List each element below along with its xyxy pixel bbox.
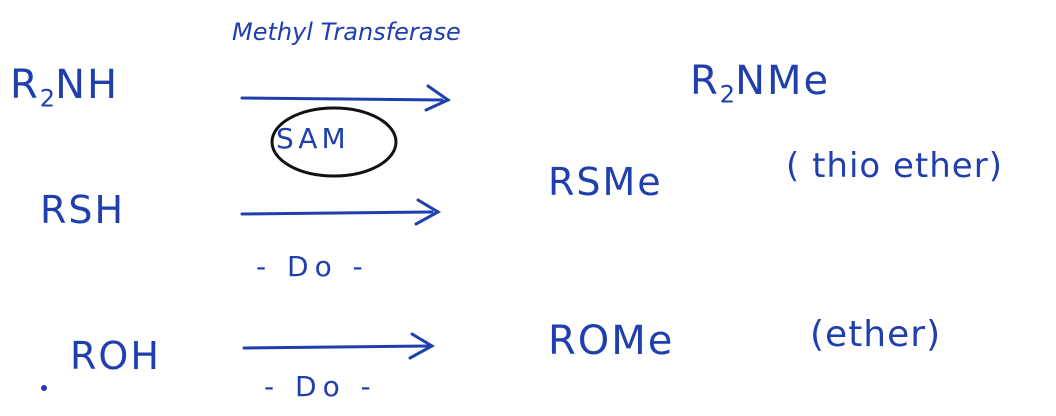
reaction-1-reactant-subscript: 2 <box>39 84 56 113</box>
reaction-1-reactant-rest: NH <box>55 62 120 108</box>
reaction-3-arrowhead <box>408 332 436 360</box>
reaction-1-arrowhead <box>424 84 452 112</box>
reaction-1-product-subscript: 2 <box>719 80 736 109</box>
reaction-3-reactant: ROH <box>70 334 161 378</box>
reaction-2-reactant: RSH <box>40 188 126 232</box>
reaction-3-arrow <box>242 344 430 350</box>
reaction-1-product: R2NMe <box>690 58 830 108</box>
reaction-2-arrowhead <box>414 198 442 226</box>
reaction-1-reactant: R2NH <box>10 62 119 112</box>
reaction-1-cofactor: SAM <box>276 122 350 155</box>
reaction-1-enzyme-label: Methyl Transferase <box>232 18 461 46</box>
reaction-1-product-r: R <box>690 58 720 104</box>
reaction-2-product: RSMe <box>548 160 663 204</box>
reaction-1-reactant-r: R <box>10 62 40 108</box>
reaction-2-condition: - Do - <box>256 250 369 283</box>
reaction-2-arrow <box>240 210 434 216</box>
reaction-1-product-rest: NMe <box>735 58 831 104</box>
reaction-1-arrow <box>240 96 444 102</box>
sam-circle-mark <box>270 106 398 178</box>
reaction-2-note: ( thio ether) <box>786 146 1003 186</box>
reaction-3-product: ROMe <box>548 318 675 364</box>
reaction-3-note: (ether) <box>810 314 942 355</box>
reaction-3-condition: - Do - <box>264 370 377 403</box>
stray-dot <box>41 385 47 391</box>
